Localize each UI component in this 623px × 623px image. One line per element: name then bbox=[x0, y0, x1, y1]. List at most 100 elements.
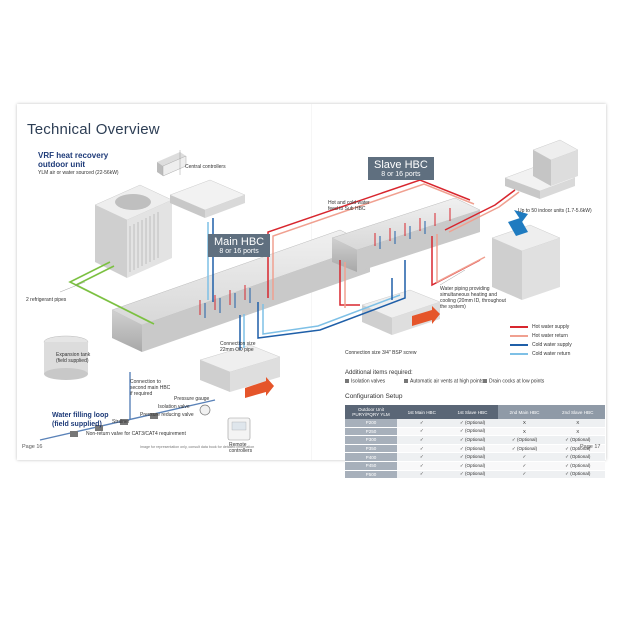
disclaimer: Image for representation only, consult d… bbox=[140, 445, 255, 449]
water-filling-loop-title-2: (field supplied) bbox=[52, 421, 102, 428]
additional-item-isolation: Isolation valves bbox=[345, 378, 386, 385]
remote-controllers-label-2: controllers bbox=[229, 448, 253, 454]
refrigerant-pipes bbox=[68, 261, 155, 325]
remote-controllers-label-1: Remote bbox=[229, 442, 247, 448]
config-cell: ✓ (Optional) bbox=[446, 470, 499, 480]
config-header-slave1: 1st Slave HBC bbox=[446, 405, 499, 419]
filling-loop-fittings bbox=[70, 404, 211, 437]
legend-label: Hot water supply bbox=[532, 324, 570, 330]
additional-item-text: Automatic air vents at high points bbox=[410, 378, 484, 385]
ceiling-unit-right bbox=[504, 139, 579, 199]
config-cell: ✓ (Optional) bbox=[498, 435, 551, 445]
table-row: P300✓✓ (Optional)✓ (Optional)✓ (Optional… bbox=[345, 435, 605, 445]
non-return-valve-label: Non-return valve for CAT3/CAT4 requireme… bbox=[86, 431, 186, 437]
table-row: P400✓✓ (Optional)✓✓ (Optional) bbox=[345, 452, 605, 462]
feed-sub-hbc-label-2: feed to Sub HBC bbox=[328, 206, 366, 212]
additional-item-text: Isolation valves bbox=[351, 378, 386, 385]
config-cell-unit: P250 bbox=[345, 427, 397, 437]
config-cell: ✓ (Optional) bbox=[446, 427, 499, 437]
connection-bsp-label: Connection size 3/4" BSP screw bbox=[345, 350, 417, 356]
config-heading: Configuration Setup bbox=[345, 393, 403, 400]
additional-item-drain-cocks: Drain cocks at low points bbox=[483, 378, 545, 385]
feed-sub-hbc-label-1: Hot and cold water bbox=[328, 200, 370, 206]
config-cell: ✓ (Optional) bbox=[550, 444, 605, 454]
config-cell: ✓ bbox=[498, 470, 551, 480]
connection-main-label-1: Connection to bbox=[130, 379, 161, 385]
expansion-tank bbox=[43, 335, 89, 380]
bullet-square bbox=[404, 379, 408, 383]
config-cell: X bbox=[498, 419, 551, 428]
config-cell-unit: P450 bbox=[345, 461, 397, 471]
config-cell: ✓ (Optional) bbox=[550, 461, 605, 471]
outdoor-unit bbox=[94, 184, 173, 278]
config-cell: ✓ bbox=[397, 461, 447, 471]
pressure-gauge-label: Pressure gauge bbox=[174, 396, 210, 402]
config-cell: X bbox=[550, 427, 605, 437]
config-header-slave2: 2nd Slave HBC bbox=[550, 405, 605, 419]
config-cell-unit: P350 bbox=[345, 444, 397, 454]
outdoor-unit-title-line2: outdoor unit bbox=[38, 160, 86, 169]
ceiling-unit-top bbox=[169, 179, 246, 218]
hbc-port-stubs bbox=[199, 208, 451, 315]
legend-swatch bbox=[510, 344, 528, 346]
strainer-label: Strainer bbox=[112, 419, 130, 425]
pressure-reducing-label: Pressure reducing valve bbox=[140, 412, 194, 418]
config-cell: ✓ bbox=[397, 419, 447, 428]
config-cell: ✓ (Optional) bbox=[446, 461, 499, 471]
config-header-row: Outdoor Unit PURY/PQRY YLM 1st Main HBC … bbox=[345, 405, 605, 419]
config-cell: ✓ (Optional) bbox=[550, 452, 605, 462]
legend-label: Hot water return bbox=[532, 333, 568, 339]
indoor-units-label: Up to 50 indoor units (1.7-5.6kW) bbox=[518, 208, 592, 214]
slave-hbc-ports: 8 or 16 ports bbox=[381, 171, 421, 178]
legend-hot-return: Hot water return bbox=[510, 333, 568, 339]
isolation-valve-label: Isolation valve bbox=[158, 404, 190, 410]
config-header-main1: 1st Main HBC bbox=[397, 405, 447, 419]
floor-standing-unit bbox=[491, 210, 561, 300]
config-cell-unit: P400 bbox=[345, 452, 397, 462]
config-cell: ✓ (Optional) bbox=[498, 444, 551, 454]
legend-swatch bbox=[510, 326, 528, 328]
additional-items-heading: Additional items required: bbox=[345, 370, 413, 376]
water-pipes bbox=[207, 179, 520, 350]
connection-22mm-label-1: Connection size bbox=[220, 341, 256, 347]
connection-main-label-3: if required bbox=[130, 391, 153, 397]
main-hbc-name: Main HBC bbox=[214, 236, 265, 248]
config-cell-unit: P200 bbox=[345, 419, 397, 428]
connection-main-label-2: second main HBC bbox=[130, 385, 171, 391]
main-hbc-ports: 8 or 16 ports bbox=[219, 248, 259, 255]
outdoor-unit-subtitle: YLM air or water sourced (22-56kW) bbox=[38, 170, 119, 176]
config-cell: ✓ (Optional) bbox=[446, 435, 499, 445]
config-cell: ✓ bbox=[397, 452, 447, 462]
config-cell: ✓ (Optional) bbox=[446, 419, 499, 428]
additional-item-text: Drain cocks at low points bbox=[489, 378, 545, 385]
outdoor-unit-title-line1: VRF heat recovery bbox=[38, 151, 109, 160]
legend-swatch bbox=[510, 353, 528, 355]
config-cell: ✓ bbox=[498, 452, 551, 462]
ducted-unit-right bbox=[361, 289, 441, 335]
page-title: Technical Overview bbox=[27, 121, 160, 138]
config-cell-unit: P500 bbox=[345, 470, 397, 480]
water-piping-label-2: simultaneous heating and bbox=[440, 292, 497, 298]
water-filling-loop-title-1: Water filling loop bbox=[52, 412, 109, 419]
table-row: P450✓✓ (Optional)✓✓ (Optional) bbox=[345, 461, 605, 471]
legend-hot-supply: Hot water supply bbox=[510, 324, 569, 330]
water-piping-label-1: Water piping providing bbox=[440, 286, 490, 292]
slave-hbc-unit bbox=[331, 197, 481, 272]
main-hbc-badge: Main HBC 8 or 16 ports bbox=[208, 234, 271, 257]
bullet-square bbox=[345, 379, 349, 383]
slave-hbc-name: Slave HBC bbox=[374, 159, 428, 171]
config-cell: ✓ (Optional) bbox=[446, 452, 499, 462]
config-cell: ✓ bbox=[397, 444, 447, 454]
config-cell: X bbox=[498, 427, 551, 437]
page-number-left: Page 16 bbox=[22, 444, 43, 450]
legend-label: Cold water supply bbox=[532, 342, 572, 348]
legend-cold-return: Cold water return bbox=[510, 351, 570, 357]
bullet-square bbox=[483, 379, 487, 383]
config-cell: X bbox=[550, 419, 605, 428]
water-piping-label-4: the system) bbox=[440, 304, 466, 310]
expansion-tank-label-1: Expansion tank bbox=[56, 352, 91, 358]
legend-cold-supply: Cold water supply bbox=[510, 342, 572, 348]
